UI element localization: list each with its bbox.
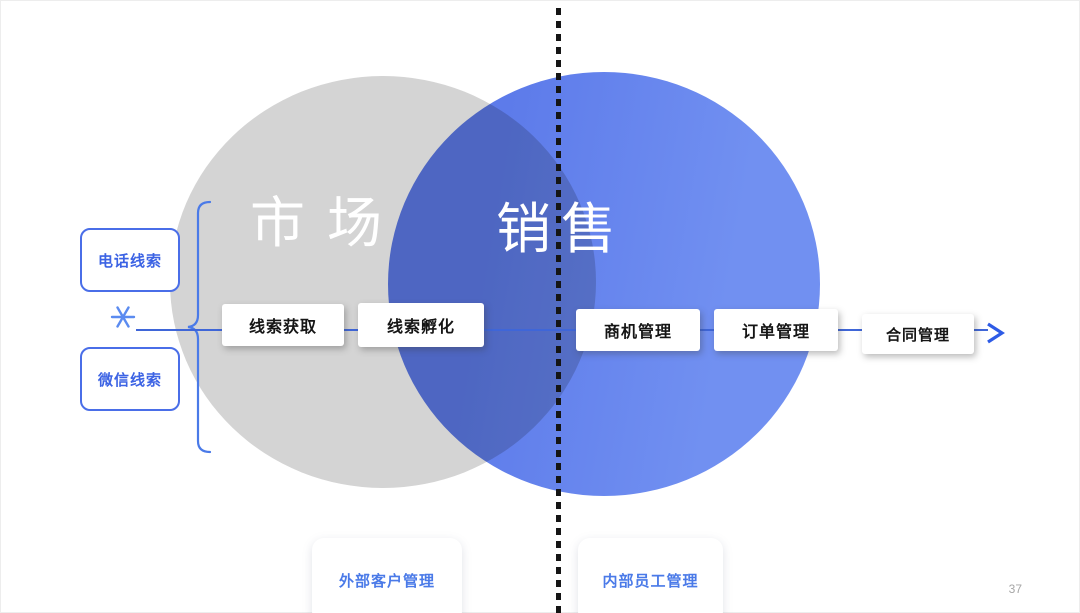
category-card-label: 内部员工管理 [602,574,699,590]
pipeline-step-order-management: 订单管理 [714,309,838,351]
pipeline-step-label: 线索获取 [248,319,317,336]
pipeline-step-opportunity-management: 商机管理 [576,309,700,351]
page-number: 37 [1008,582,1022,596]
pipeline-step-label: 线索孵化 [386,319,455,336]
lead-source-label: 电话线索 [97,253,162,270]
category-card-external-customer: 外部客户管理 [312,538,462,613]
category-card-label: 外部客户管理 [338,574,435,590]
pipeline-step-label: 订单管理 [741,324,810,341]
category-card-internal-employee: 内部员工管理 [578,538,723,613]
sales-title: 销售 [496,199,627,260]
lead-source-box-phone: 电话线索 [80,228,180,292]
pipeline-step-label: 商机管理 [603,324,672,341]
sales-circle [388,72,820,496]
pipeline-step-contract-management: 合同管理 [862,314,974,354]
pipeline-step-lead-nurturing: 线索孵化 [358,303,484,347]
market-title: 市场 [250,193,405,254]
lead-source-label: 微信线索 [97,372,162,389]
dotted-divider-line [556,8,561,613]
group-bracket [187,200,212,454]
pipeline-line [136,329,988,331]
lead-source-box-wechat: 微信线索 [80,347,180,411]
asterisk-snowflake-icon [110,306,136,328]
pipeline-step-label: 合同管理 [885,327,950,344]
pipeline-step-lead-acquisition: 线索获取 [222,304,344,346]
right-arrow-icon [987,322,1005,344]
